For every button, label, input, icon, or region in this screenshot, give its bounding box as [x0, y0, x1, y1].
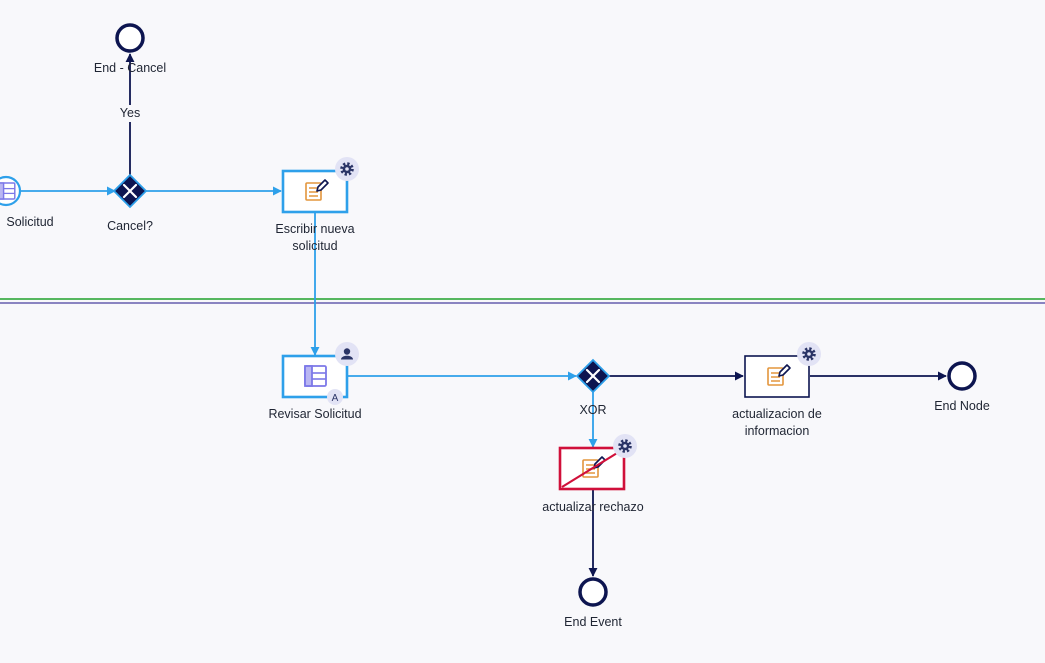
invalid-strike: [561, 449, 623, 488]
start-event-solicitud[interactable]: [0, 175, 22, 207]
gateway-cancel[interactable]: [112, 173, 148, 209]
end-event-label: End Event: [564, 615, 622, 629]
end-event-end-node[interactable]: [947, 361, 977, 391]
assignee-badge: A: [327, 389, 343, 405]
sequence-flows: [21, 53, 947, 577]
end-node-label: End Node: [934, 399, 990, 413]
task-rechazo-label: actualizar rechazo: [542, 500, 644, 514]
gear-icon[interactable]: [611, 432, 639, 460]
form-icon: [304, 365, 327, 387]
task-escribir-label: Escribir nueva solicitud: [275, 222, 355, 253]
gear-icon[interactable]: [333, 155, 361, 183]
task-actualizacion-label: actualizacion de informacion: [732, 407, 822, 438]
task-actualizacion-de-informacion[interactable]: [744, 340, 823, 398]
svg-text:A: A: [332, 393, 339, 404]
form-icon: [0, 182, 16, 200]
gateway-xor-label: XOR: [579, 403, 607, 417]
gear-icon[interactable]: [795, 340, 823, 368]
user-icon[interactable]: [335, 342, 359, 366]
task-revisar-solicitud[interactable]: A: [281, 342, 359, 405]
flow-yes-label: Yes: [110, 105, 150, 122]
start-solicitud-label: Solicitud: [6, 215, 54, 229]
gateway-xor[interactable]: [575, 358, 611, 394]
close-icon: [585, 368, 601, 384]
gateway-cancel-label: Cancel?: [107, 219, 153, 233]
task-actualizar-rechazo[interactable]: [558, 432, 639, 491]
end-cancel-label: End - Cancel: [93, 61, 167, 75]
task-revisar-label: Revisar Solicitud: [268, 407, 362, 421]
task-escribir-nueva-solicitud[interactable]: [281, 155, 361, 214]
end-event-end-event[interactable]: [578, 577, 608, 607]
close-icon: [122, 183, 138, 199]
lane-divider: [0, 298, 1045, 304]
end-event-cancel[interactable]: [115, 23, 145, 53]
